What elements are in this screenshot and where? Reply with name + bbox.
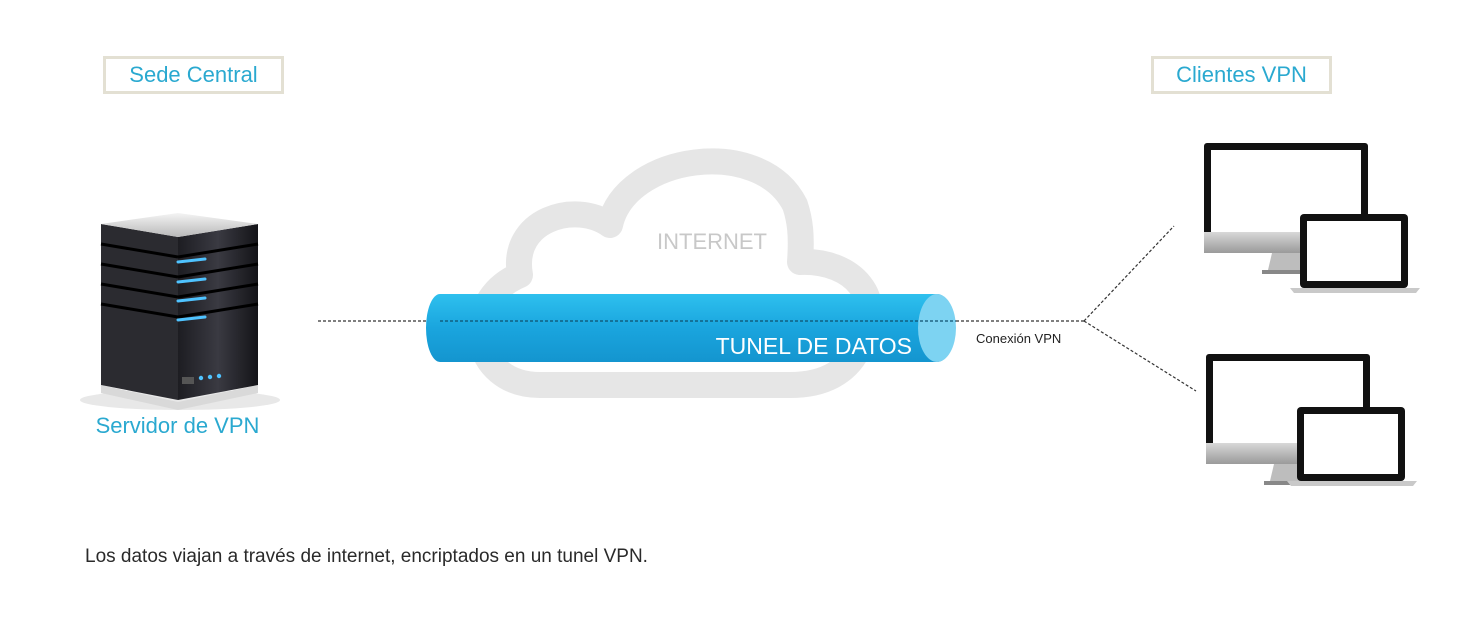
data-tunnel xyxy=(426,294,956,362)
desktop-laptop-icon xyxy=(1206,354,1417,486)
footnote: Los datos viajan a través de internet, e… xyxy=(85,546,648,567)
server-icon xyxy=(80,213,280,410)
desktop-laptop-icon xyxy=(1204,143,1420,293)
connection-label: Conexión VPN xyxy=(976,331,1061,346)
client-link-line-bottom xyxy=(1083,320,1197,392)
server-caption: Servidor de VPN xyxy=(95,413,260,438)
tunnel-label: TUNEL DE DATOS xyxy=(716,333,912,359)
headquarters-label: Sede Central xyxy=(103,56,284,94)
clients-label: Clientes VPN xyxy=(1151,56,1332,94)
cloud-label: INTERNET xyxy=(657,229,767,254)
client-link-line-top xyxy=(1083,225,1175,322)
